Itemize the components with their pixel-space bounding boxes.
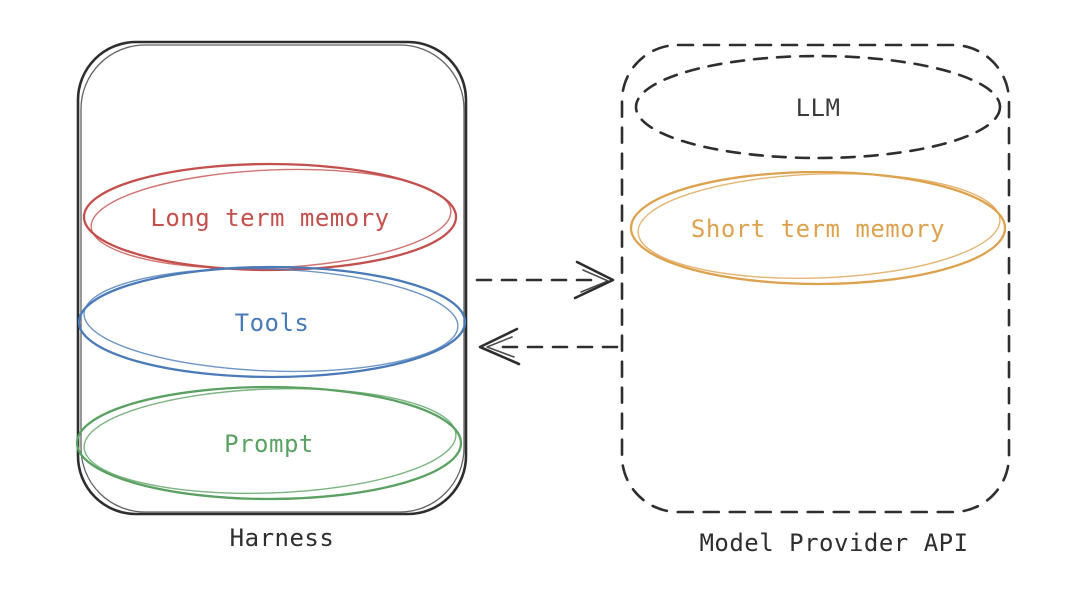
- harness-caption: Harness: [230, 524, 335, 552]
- prompt-ellipse-sketch: [83, 387, 457, 495]
- arrow-right-head-sketch: [580, 269, 609, 293]
- arrow-left-head-sketch: [486, 336, 515, 358]
- long-term-memory-label: Long term memory: [150, 204, 389, 232]
- harness-group: Long term memory Tools Prompt Harness: [75, 40, 468, 552]
- short-term-memory-label: Short term memory: [691, 215, 945, 243]
- short-term-memory-ellipse-sketch: [637, 172, 1001, 280]
- prompt-ellipse: [75, 385, 463, 501]
- tools-ellipse-sketch: [83, 267, 459, 373]
- harness-box-outline-sketch: [80, 44, 465, 513]
- prompt-label: Prompt: [224, 430, 314, 458]
- tools-label: Tools: [235, 309, 310, 337]
- llm-ellipse: [634, 54, 1002, 160]
- harness-box-outline: [76, 40, 468, 516]
- model-provider-box-outline: [620, 43, 1011, 514]
- arrow-left-head-icon: [478, 327, 521, 366]
- arrow-provider-to-harness: [478, 327, 619, 366]
- model-provider-caption: Model Provider API: [699, 529, 968, 557]
- short-term-memory-ellipse: [629, 170, 1007, 286]
- arrow-harness-to-provider: [475, 260, 615, 300]
- long-term-memory-ellipse: [82, 162, 458, 272]
- model-provider-group: LLM Short term memory Model Provider API: [620, 43, 1011, 557]
- llm-label: LLM: [796, 94, 841, 122]
- arrow-right-head-icon: [573, 260, 615, 300]
- tools-ellipse: [77, 265, 467, 379]
